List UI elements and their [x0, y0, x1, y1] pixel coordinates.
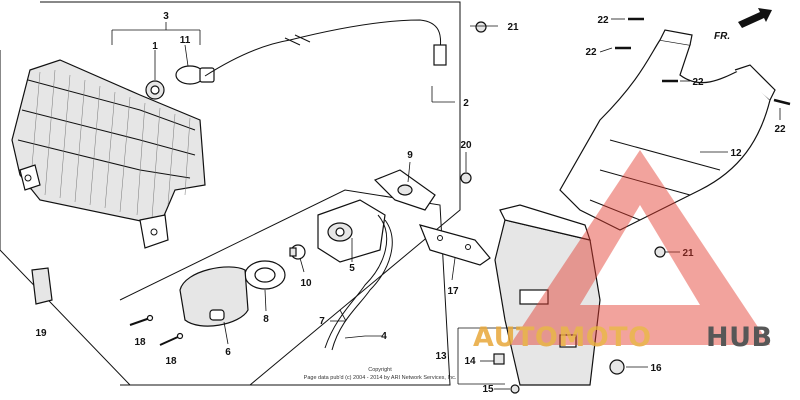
plate-light-wire-7 — [331, 219, 393, 351]
plate-light-housing-5 — [317, 199, 386, 263]
callout-17: 17 — [447, 286, 459, 297]
callout-22-a: 22 — [597, 15, 609, 26]
direction-label: FR. — [714, 31, 730, 42]
callout-20: 20 — [460, 140, 472, 151]
splash-guard-13 — [494, 204, 601, 386]
taillight-lens — [11, 59, 206, 249]
washer-15 — [510, 384, 520, 394]
grommet-14 — [493, 353, 505, 365]
cap-16 — [609, 359, 625, 375]
socket-1 — [145, 80, 165, 100]
callout-19: 19 — [35, 328, 47, 339]
harness-wire — [204, 19, 442, 77]
callout-8: 8 — [263, 314, 269, 325]
callout-3: 3 — [163, 11, 169, 22]
callout-21-top: 21 — [507, 22, 519, 33]
callout-1: 1 — [152, 41, 158, 52]
callout-7: 7 — [319, 316, 325, 327]
watermark-text-hub: HUB — [706, 322, 773, 353]
callout-4: 4 — [381, 331, 387, 342]
callout-2: 2 — [463, 98, 469, 109]
screws-18 — [129, 314, 184, 346]
bolt-22-d — [773, 98, 791, 106]
callout-14: 14 — [464, 356, 476, 367]
callout-11: 11 — [180, 35, 191, 46]
callout-18-b: 18 — [165, 356, 177, 367]
callout-13: 13 — [435, 351, 447, 362]
watermark-triangle — [510, 150, 770, 345]
callout-16: 16 — [650, 363, 662, 374]
bracket-9 — [373, 169, 436, 211]
callout-18-a: 18 — [134, 337, 146, 348]
plate-bracket-17 — [418, 224, 491, 266]
bulb-11 — [175, 65, 215, 85]
reflector-19 — [31, 267, 53, 305]
bulb-10 — [289, 244, 306, 260]
callout-22-c: 22 — [692, 77, 704, 88]
callout-6: 6 — [225, 347, 231, 358]
callout-15: 15 — [482, 384, 494, 395]
rear-fender-bracket-12 — [559, 29, 776, 231]
gasket-8 — [244, 260, 286, 290]
leader-lines — [111, 18, 781, 390]
callout-22-d: 22 — [774, 124, 786, 135]
watermark-logo: AUTOMOTO HUB — [473, 150, 773, 353]
nut-20 — [460, 172, 472, 184]
copyright-line-2: Page data pub'd (c) 2004 - 2014 by ARI N… — [304, 375, 457, 381]
harness-connector — [433, 44, 447, 66]
assembly-box-lower — [119, 189, 451, 386]
lens-cover-6 — [179, 266, 249, 327]
nut-21-right — [654, 246, 666, 258]
callout-9: 9 — [407, 150, 413, 161]
callout-10: 10 — [300, 278, 312, 289]
callout-22-b: 22 — [585, 47, 597, 58]
callout-12: 12 — [730, 148, 742, 159]
callout-5: 5 — [349, 263, 355, 274]
nut-21-top — [475, 21, 487, 33]
front-direction-arrow — [738, 8, 772, 28]
copyright-line-1: Copyright — [368, 367, 392, 373]
callout-21-right: 21 — [682, 248, 694, 259]
watermark-text-automoto: AUTOMOTO — [473, 322, 652, 353]
